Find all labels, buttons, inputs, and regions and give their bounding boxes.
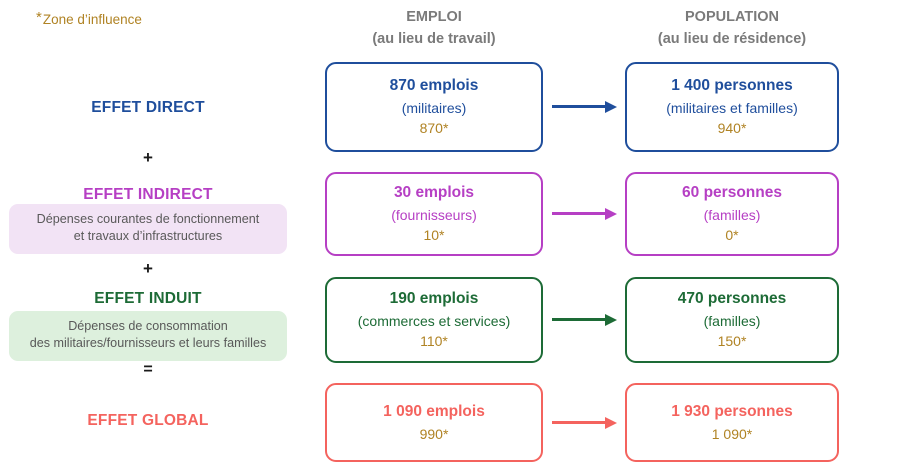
box-emploi-global: 1 090 emplois 990* xyxy=(325,383,543,462)
box-emploi-induit-zone: 110* xyxy=(420,333,448,350)
arrow-head-global xyxy=(605,417,617,429)
arrow-head-induit xyxy=(605,314,617,326)
box-emploi-induit-main: 190 emplois xyxy=(389,290,479,308)
box-population-direct-zone: 940* xyxy=(717,120,747,137)
box-population-direct-main: 1 400 personnes xyxy=(671,77,793,95)
effect-title-induit: EFFET INDUIT xyxy=(94,290,202,307)
operator-plus-2: + xyxy=(143,259,153,278)
box-emploi-direct-main: 870 emplois xyxy=(389,77,479,95)
arrow-right-icon-global xyxy=(552,417,618,429)
box-population-indirect-main: 60 personnes xyxy=(682,184,782,202)
column-header-population-title: POPULATION xyxy=(685,9,779,25)
operator-equals: = xyxy=(143,361,153,378)
box-emploi-indirect-main: 30 emplois xyxy=(393,184,475,202)
effect-description-induit-line2: des militaires/fournisseurs et leurs fam… xyxy=(29,336,267,351)
box-population-global-zone: 1 090* xyxy=(711,425,753,442)
effect-title-global: EFFET GLOBAL xyxy=(87,412,209,429)
box-population-induit-zone: 150* xyxy=(717,333,747,350)
effects-legend-column: EFFET DIRECT + EFFET INDIRECT Dépenses c… xyxy=(0,0,296,469)
box-emploi-indirect-zone: 10* xyxy=(423,227,445,244)
box-emploi-global-main: 1 090 emplois xyxy=(383,403,485,421)
box-population-indirect-zone: 0* xyxy=(725,227,739,244)
box-population-indirect: 60 personnes (familles) 0* xyxy=(625,172,839,256)
arrow-head-indirect xyxy=(605,208,617,220)
footnote-text: Zone d’influence xyxy=(42,12,142,27)
effect-description-indirect-line1: Dépenses courantes de fonctionnement xyxy=(36,212,260,226)
box-emploi-induit: 190 emplois (commerces et services) 110* xyxy=(325,277,543,363)
box-population-global-main: 1 930 personnes xyxy=(671,403,793,421)
arrow-right-icon-direct xyxy=(552,101,618,113)
box-population-induit-detail: (familles) xyxy=(703,312,761,329)
box-population-direct: 1 400 personnes (militaires et familles)… xyxy=(625,62,839,152)
box-population-induit: 470 personnes (familles) 150* xyxy=(625,277,839,363)
effect-title-direct: EFFET DIRECT xyxy=(91,99,205,116)
box-population-indirect-detail: (familles) xyxy=(703,206,761,223)
arrow-head-direct xyxy=(605,101,617,113)
box-population-induit-main: 470 personnes xyxy=(677,290,787,308)
box-emploi-indirect: 30 emplois (fournisseurs) 10* xyxy=(325,172,543,256)
operator-plus-1: + xyxy=(143,148,153,167)
box-emploi-indirect-detail: (fournisseurs) xyxy=(391,206,477,223)
arrow-shaft-global xyxy=(552,421,607,424)
effect-description-indirect-line2: et travaux d’infrastructures xyxy=(73,229,223,244)
arrow-right-icon-indirect xyxy=(552,208,618,220)
arrow-right-icon-induit xyxy=(552,314,618,326)
arrow-shaft-direct xyxy=(552,105,607,108)
box-emploi-direct-zone: 870* xyxy=(419,120,449,137)
zone-influence-footnote: *Zone d’influence xyxy=(36,9,142,27)
effect-description-induit-line1: Dépenses de consommation xyxy=(68,319,228,333)
footnote-asterisk-icon: * xyxy=(36,9,42,26)
effect-description-indirect: Dépenses courantes de fonctionnement et … xyxy=(9,204,287,254)
arrow-shaft-indirect xyxy=(552,212,607,215)
column-header-population-subtitle: (au lieu de résidence) xyxy=(657,30,807,47)
box-population-global: 1 930 personnes 1 090* xyxy=(625,383,839,462)
column-header-population: POPULATION (au lieu de résidence) xyxy=(625,7,839,51)
column-header-emploi-subtitle: (au lieu de travail) xyxy=(372,30,496,47)
box-emploi-direct-detail: (militaires) xyxy=(401,99,467,116)
box-emploi-global-zone: 990* xyxy=(419,425,449,442)
box-emploi-induit-detail: (commerces et services) xyxy=(357,312,511,329)
arrow-shaft-induit xyxy=(552,318,607,321)
box-population-direct-detail: (militaires et familles) xyxy=(666,99,798,116)
effect-title-indirect: EFFET INDIRECT xyxy=(83,186,213,203)
box-emploi-direct: 870 emplois (militaires) 870* xyxy=(325,62,543,152)
column-header-emploi-title: EMPLOI xyxy=(406,9,462,25)
effect-description-induit: Dépenses de consommation des militaires/… xyxy=(9,311,287,361)
column-header-emploi: EMPLOI (au lieu de travail) xyxy=(325,7,543,51)
